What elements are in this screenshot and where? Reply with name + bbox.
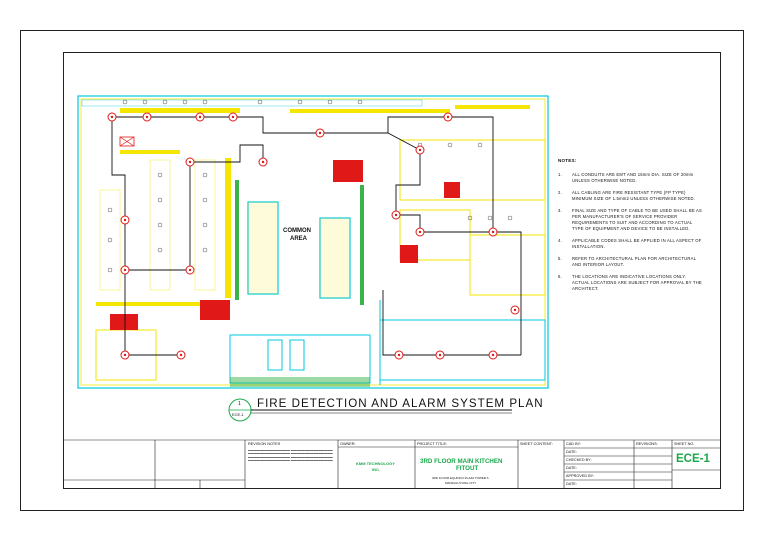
project-address-2: MANDALUYONG CITY (445, 481, 477, 485)
common-area (235, 180, 364, 305)
remarks-body: ▬▬▬▬▬▬▬▬▬▬▬▬▬▬▬ ▬▬▬▬▬▬▬▬▬▬▬▬▬▬▬ ▬▬▬▬▬▬▬▬… (248, 449, 333, 463)
notes-panel: NOTES: 1.ALL CONDUITS ARE EMT AND 15mm D… (558, 158, 704, 298)
drawing-ref-number: 1 (238, 401, 241, 407)
smoke-detectors (107, 112, 520, 360)
revisions-label: REVISIONS: (636, 442, 658, 446)
owner-value-2: INC. (372, 467, 380, 472)
note-item: 2.ALL CABLING ARE FIRE RESISTANT TYPE (F… (558, 190, 696, 201)
note-item: 1.ALL CONDUITS ARE EMT AND 15mm DIA. SIZ… (558, 172, 694, 183)
title-block-grid (64, 439, 720, 488)
approved-by-label: APPROVED BY: (566, 474, 595, 478)
date-label-1: DATE: (566, 450, 577, 454)
alarm-wiring (111, 116, 522, 356)
drawing-ref-sheet: ECE-1 (232, 412, 244, 417)
owner-label: OWNER: (340, 442, 356, 446)
drawing-frame (63, 52, 721, 489)
rooms-bottom (95, 329, 371, 387)
building-outline (77, 95, 549, 389)
project-label: PROJECT TITLE: (417, 442, 448, 446)
sheet-number: ECE-1 (676, 453, 710, 465)
remarks-heading: REVISION NOTES (248, 442, 281, 446)
workstations-left (96, 150, 231, 306)
note-item: 3.FINAL SIZE AND TYPE OF CABLE TO BE USE… (558, 208, 702, 231)
building-inner-outline (80, 98, 546, 386)
sheet-no-label: SHEET NO. (674, 442, 695, 446)
date-label-3: DATE: (566, 482, 577, 486)
note-item: 4.APPLICABLE CODES SHALL BE APPLIED IN A… (558, 238, 702, 249)
furniture-top (81, 99, 530, 113)
sheet-content-label: SHEET CONTENT: (520, 442, 553, 446)
project-title-1: 3RD FLOOR MAIN KITCHEN (420, 458, 503, 465)
common-area-label-1: COMMON (283, 228, 311, 234)
note-item: 6.THE LOCATIONS ARE INDICATIVE LOCATIONS… (558, 274, 702, 291)
red-equipment (110, 160, 460, 330)
checked-by-label: CHECKED BY: (566, 458, 592, 462)
project-address-1: 3RD FLOOR EQUINOX PLAZA TOWER A (432, 476, 489, 480)
desk-icons (107, 99, 513, 273)
project-title-2: FITOUT (456, 465, 479, 472)
cad-by-label: CAD BY: (566, 442, 581, 446)
rooms-right (379, 139, 546, 385)
detector-markers (110, 115, 517, 357)
drawing-sheet-border (20, 30, 744, 511)
note-item: 5.REFER TO ARCHITECTURAL PLAN FOR ARCHIT… (558, 256, 696, 267)
owner-value-1: KMM TECHNOLOGY (356, 461, 395, 466)
drawing-title: FIRE DETECTION AND ALARM SYSTEM PLAN (257, 397, 544, 410)
date-label-2: DATE: (566, 466, 577, 470)
notes-heading: NOTES: (558, 158, 577, 163)
common-area-label-2: AREA (290, 236, 308, 242)
